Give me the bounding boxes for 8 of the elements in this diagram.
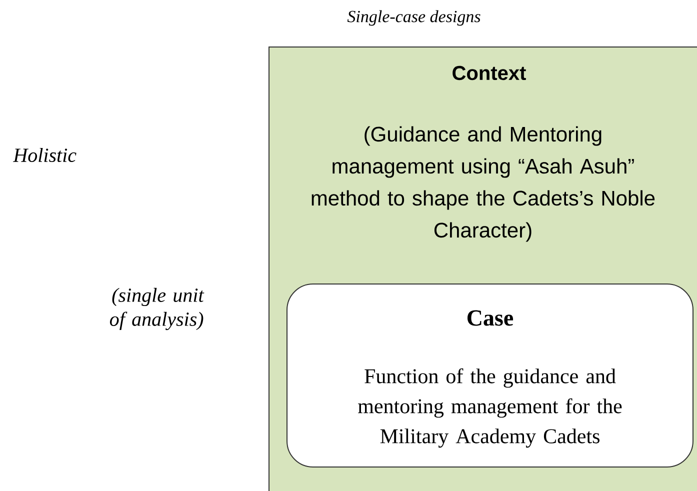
case-heading: Case xyxy=(468,310,514,326)
context-text: (Guidance and Mentoring management using “Asah Asuh” method to shape the Cadets’s Noble Character) xyxy=(312,126,655,242)
context-heading: Context xyxy=(452,66,526,80)
case-box xyxy=(286,284,694,468)
side-label: Holistic xyxy=(12,148,76,162)
side-label: (single unit of analysis) xyxy=(110,288,204,330)
case-text: Function of the guidance and mentoring management for the Military Academy Cadets xyxy=(358,368,622,448)
title: Single-case designs xyxy=(347,10,480,26)
